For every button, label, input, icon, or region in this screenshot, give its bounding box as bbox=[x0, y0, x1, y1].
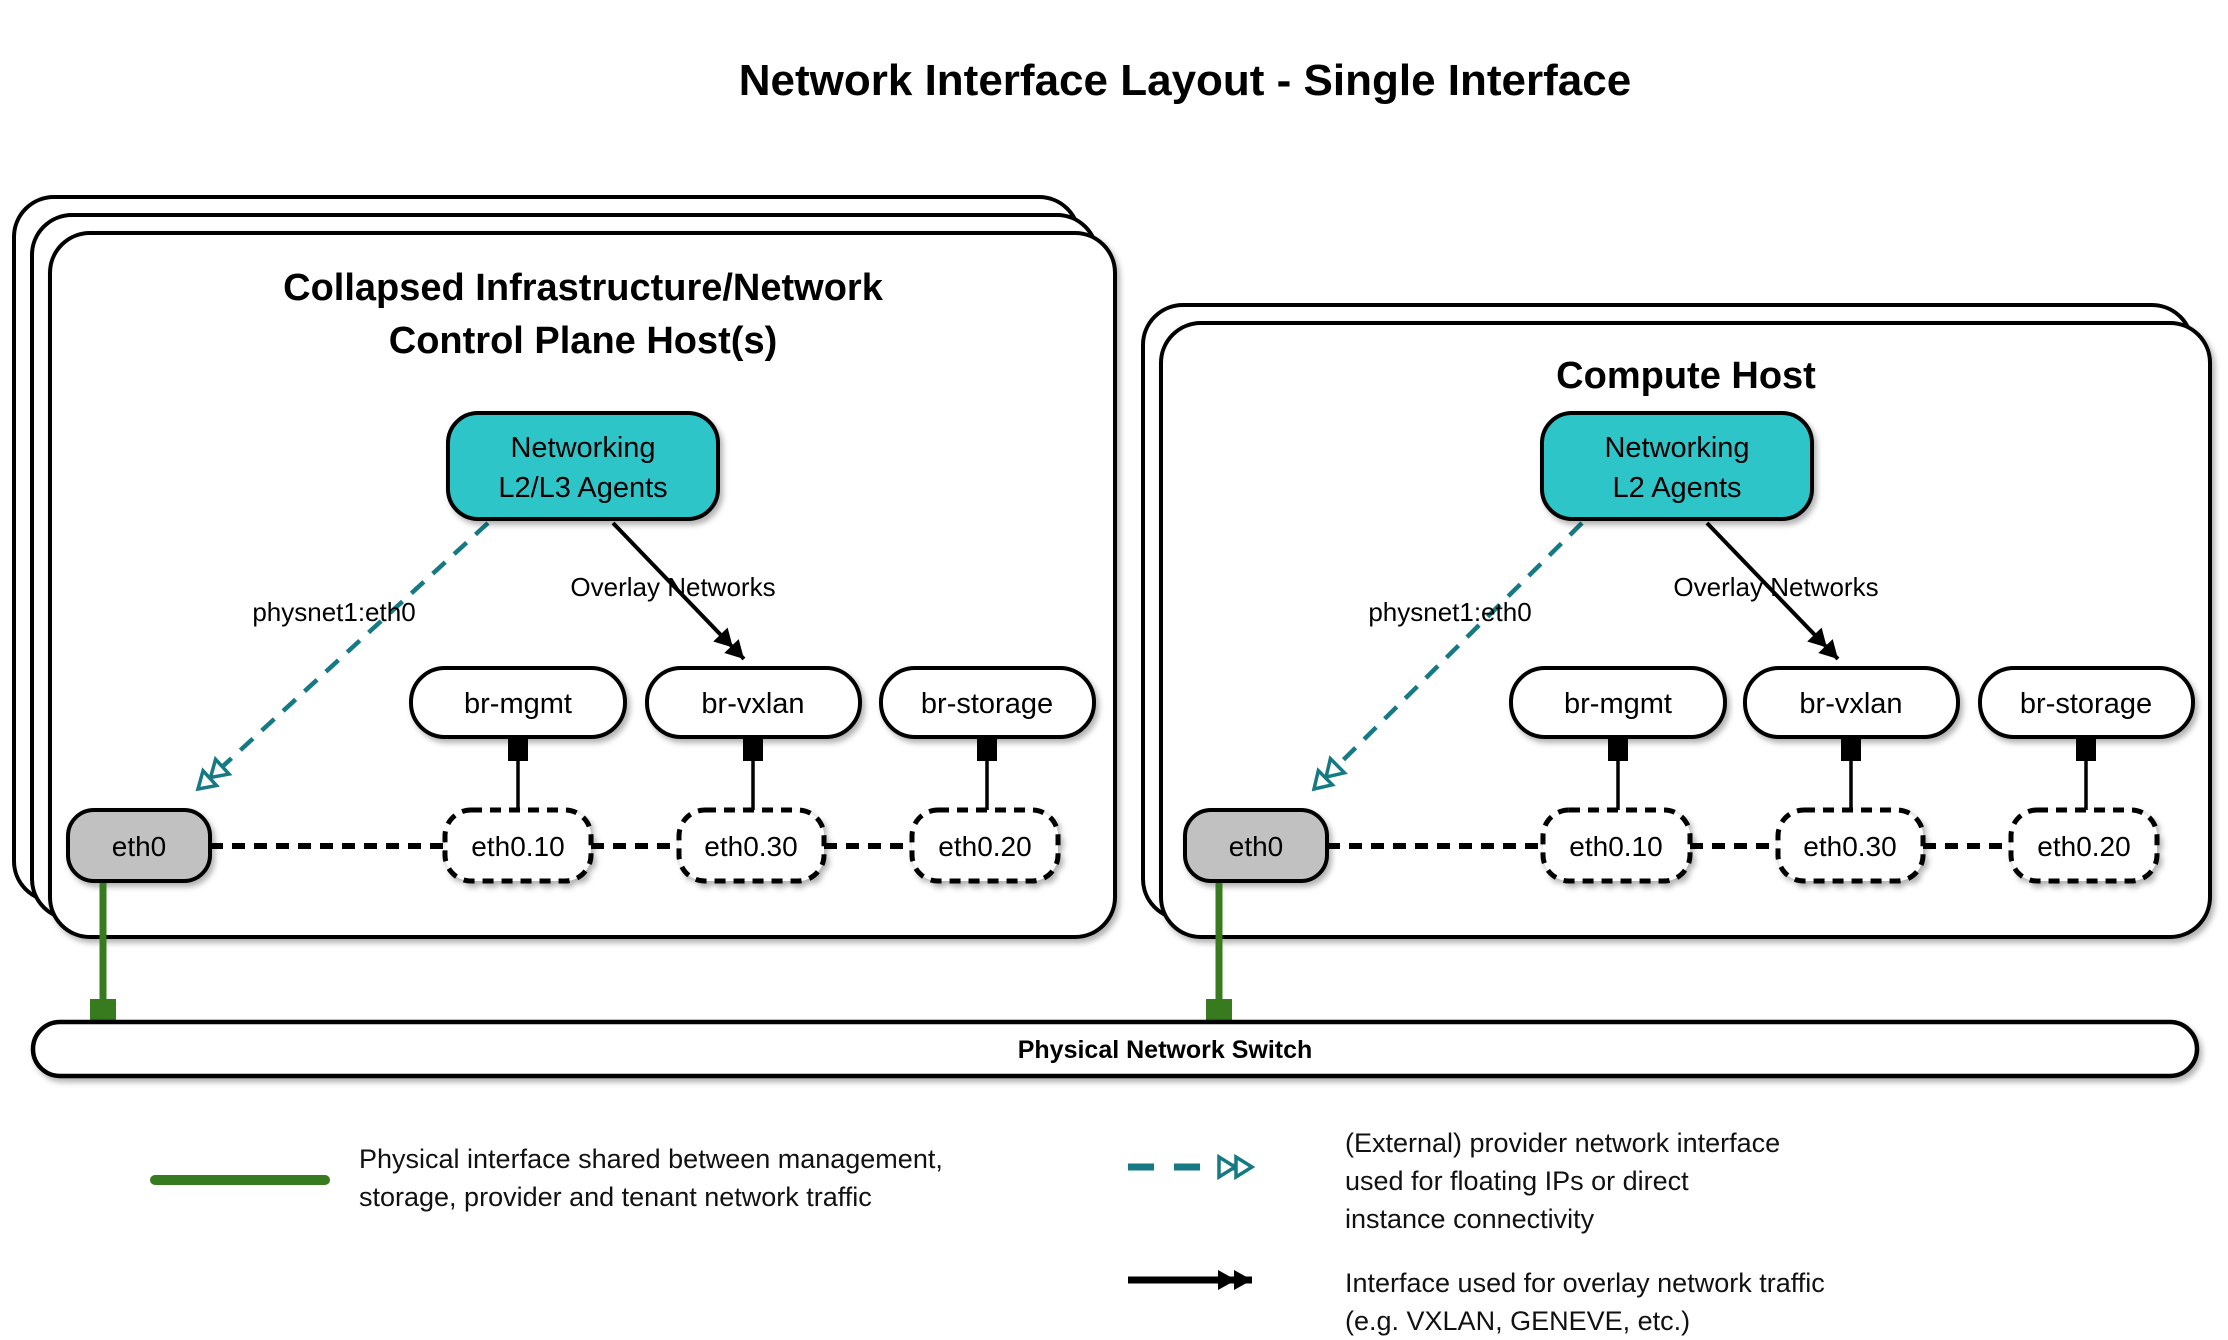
control-plane-host-group: Collapsed Infrastructure/Network Control… bbox=[12, 195, 1117, 939]
vlan-interface-label: eth0.30 bbox=[704, 831, 797, 862]
legend-physical-text-line2: storage, provider and tenant network tra… bbox=[359, 1182, 872, 1212]
bridge-label-br-vxlan: br-vxlan bbox=[701, 688, 804, 720]
vlan-interface-label: eth0.30 bbox=[1803, 831, 1896, 862]
networking-agents-label-line2: L2 Agents bbox=[1613, 472, 1742, 504]
bridge-label-br-storage: br-storage bbox=[921, 688, 1053, 720]
networking-agents-node bbox=[1540, 411, 1814, 521]
provider-network-arrow bbox=[198, 521, 490, 789]
legend-overlay-text-line2: (e.g. VXLAN, GENEVE, etc.) bbox=[1345, 1306, 1690, 1336]
bridge-label-br-mgmt: br-mgmt bbox=[464, 688, 572, 720]
legend-provider-text-line3: instance connectivity bbox=[1345, 1204, 1595, 1234]
connector-stub bbox=[977, 735, 997, 761]
vlan-interface-node-eth0-10 bbox=[1540, 807, 1693, 884]
compute-host-title: Compute Host bbox=[1556, 355, 1816, 397]
bridge-vlan-connectors bbox=[508, 735, 997, 810]
legend-provider-text-line2: used for floating IPs or direct bbox=[1345, 1166, 1689, 1196]
physical-interface-node-eth0 bbox=[1183, 808, 1329, 883]
overlay-network-label: Overlay Networks bbox=[570, 572, 775, 602]
vlan-interface-label: eth0.10 bbox=[1569, 831, 1662, 862]
vlan-interface-node-eth0-30 bbox=[676, 807, 827, 884]
provider-network-label: physnet1:eth0 bbox=[252, 597, 415, 627]
physical-network-switch-bar bbox=[30, 1019, 2200, 1079]
networking-agents-label-line1: Networking bbox=[510, 432, 655, 464]
compute-host-group: Compute Host physnet1:eth0 Overlay Netwo… bbox=[1141, 303, 2212, 939]
connector-stub bbox=[508, 735, 528, 761]
physical-interface-label: eth0 bbox=[1229, 831, 1284, 862]
physical-network-switch-label: Physical Network Switch bbox=[1018, 1036, 1313, 1064]
legend-overlay-text-line1: Interface used for overlay network traff… bbox=[1345, 1268, 1825, 1298]
legend-physical-text-line1: Physical interface shared between manage… bbox=[359, 1144, 943, 1174]
networking-agents-label-line2: L2/L3 Agents bbox=[498, 472, 667, 504]
overlay-network-arrow bbox=[611, 521, 746, 661]
vlan-interface-label: eth0.20 bbox=[2037, 831, 2130, 862]
vlan-interface-node-eth0-10 bbox=[442, 807, 594, 884]
vlan-interface-label: eth0.10 bbox=[471, 831, 564, 862]
overlay-network-label: Overlay Networks bbox=[1673, 572, 1878, 602]
control-plane-host-box bbox=[48, 231, 1117, 939]
bridge-vlan-connectors bbox=[1608, 735, 2096, 810]
physical-interface-label: eth0 bbox=[112, 831, 167, 862]
page-title: Network Interface Layout - Single Interf… bbox=[739, 56, 1631, 105]
provider-network-arrow bbox=[1314, 521, 1584, 789]
networking-agents-node bbox=[446, 411, 720, 521]
bridge-label-br-storage: br-storage bbox=[2020, 688, 2152, 720]
connector-stub bbox=[2076, 735, 2096, 761]
bridge-label-br-vxlan: br-vxlan bbox=[1799, 688, 1902, 720]
networking-agents-label-line1: Networking bbox=[1604, 432, 1749, 464]
bridge-label-br-mgmt: br-mgmt bbox=[1564, 688, 1672, 720]
vlan-interface-node-eth0-20 bbox=[2008, 807, 2160, 884]
vlan-interface-node-eth0-20 bbox=[909, 807, 1061, 884]
connector-stub bbox=[1841, 735, 1861, 761]
legend: Physical interface shared between manage… bbox=[150, 1128, 1825, 1336]
control-plane-host-title-line1: Collapsed Infrastructure/Network bbox=[283, 267, 884, 309]
compute-host-box bbox=[1159, 321, 2212, 939]
overlay-network-arrow bbox=[1705, 521, 1840, 661]
connector-stub bbox=[1608, 735, 1628, 761]
vlan-interface-node-eth0-30 bbox=[1775, 807, 1926, 884]
vlan-interface-label: eth0.20 bbox=[938, 831, 1031, 862]
connector-stub bbox=[743, 735, 763, 761]
control-plane-host-title-line2: Control Plane Host(s) bbox=[389, 320, 777, 362]
legend-provider-text-line1: (External) provider network interface bbox=[1345, 1128, 1780, 1158]
provider-network-label: physnet1:eth0 bbox=[1368, 597, 1531, 627]
physical-interface-node-eth0 bbox=[66, 808, 212, 883]
